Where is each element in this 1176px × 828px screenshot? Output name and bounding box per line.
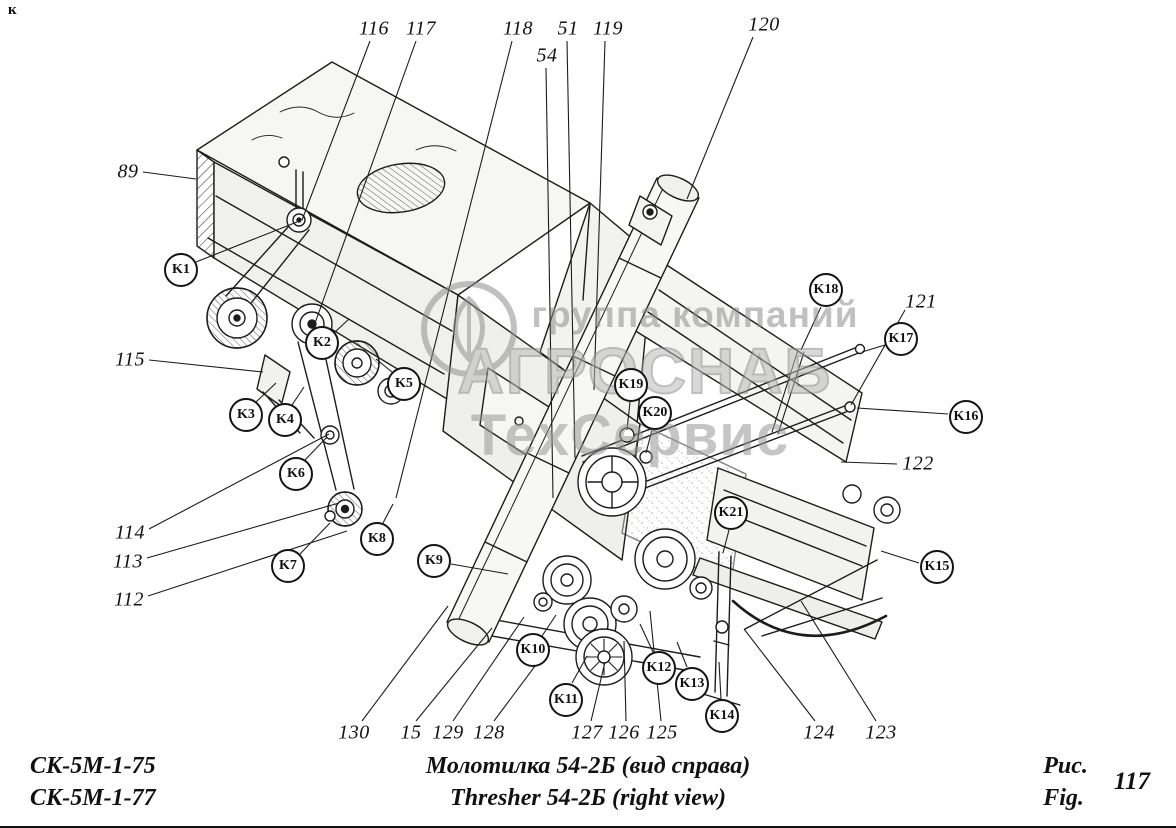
k-label-K6: K6 xyxy=(279,457,313,491)
k-label-K18: K18 xyxy=(809,273,843,307)
k-label-K5: K5 xyxy=(387,367,421,401)
part-label-15: 15 xyxy=(400,721,422,744)
part-label-128: 128 xyxy=(473,721,505,744)
part-label-118: 118 xyxy=(502,17,534,40)
caption-en: Thresher 54-2Б (right view) xyxy=(450,785,726,811)
figure-label-en: Fig. xyxy=(1043,785,1084,811)
k-label-K12: K12 xyxy=(642,651,676,685)
k-label-K10: K10 xyxy=(516,633,550,667)
figure-caption: Молотилка 54-2Б (вид справа) Thresher 54… xyxy=(268,750,908,814)
k-label-K13: K13 xyxy=(675,667,709,701)
caption-ru: Молотилка 54-2Б (вид справа) xyxy=(425,753,751,779)
leader-lines-layer xyxy=(142,36,949,722)
k-label-K8: K8 xyxy=(360,522,394,556)
corner-letter: к xyxy=(8,2,17,18)
k-label-K14: K14 xyxy=(705,699,739,733)
k-label-K16: K16 xyxy=(949,400,983,434)
part-label-115: 115 xyxy=(114,348,146,371)
part-label-116: 116 xyxy=(358,17,390,40)
part-label-54: 54 xyxy=(536,44,558,67)
part-label-121: 121 xyxy=(905,290,937,313)
part-label-119: 119 xyxy=(592,17,624,40)
part-label-123: 123 xyxy=(865,721,897,744)
k-label-K19: K19 xyxy=(614,368,648,402)
part-label-125: 125 xyxy=(646,721,678,744)
part-label-113: 113 xyxy=(112,550,144,573)
part-label-130: 130 xyxy=(338,721,370,744)
model-numbers: СК-5М-1-75 СК-5М-1-77 xyxy=(30,750,156,814)
part-label-89: 89 xyxy=(117,160,139,183)
part-label-51: 51 xyxy=(557,17,579,40)
k-label-K1: K1 xyxy=(164,253,198,287)
k-label-K11: K11 xyxy=(549,683,583,717)
bottom-border xyxy=(0,826,1176,828)
figure-number: 117 xyxy=(1113,768,1150,795)
k-label-K9: K9 xyxy=(417,544,451,578)
part-label-127: 127 xyxy=(571,721,603,744)
k-label-K21: K21 xyxy=(714,496,748,530)
k-label-K3: K3 xyxy=(229,398,263,432)
model-number-1: СК-5М-1-75 xyxy=(30,753,156,779)
part-label-126: 126 xyxy=(608,721,640,744)
k-label-K4: K4 xyxy=(268,403,302,437)
figure-label: Рис. Fig. 117 xyxy=(1043,750,1150,814)
k-label-K15: K15 xyxy=(920,550,954,584)
part-label-112: 112 xyxy=(113,588,145,611)
part-label-122: 122 xyxy=(902,452,934,475)
part-label-129: 129 xyxy=(432,721,464,744)
part-label-114: 114 xyxy=(114,521,146,544)
k-label-K20: K20 xyxy=(638,396,672,430)
part-label-124: 124 xyxy=(803,721,835,744)
k-label-K2: K2 xyxy=(305,326,339,360)
figure-label-ru: Рис. xyxy=(1043,753,1088,779)
model-number-2: СК-5М-1-77 xyxy=(30,785,156,811)
part-label-117: 117 xyxy=(405,17,437,40)
part-label-120: 120 xyxy=(748,13,780,36)
k-label-K17: K17 xyxy=(884,322,918,356)
k-label-K7: K7 xyxy=(271,549,305,583)
